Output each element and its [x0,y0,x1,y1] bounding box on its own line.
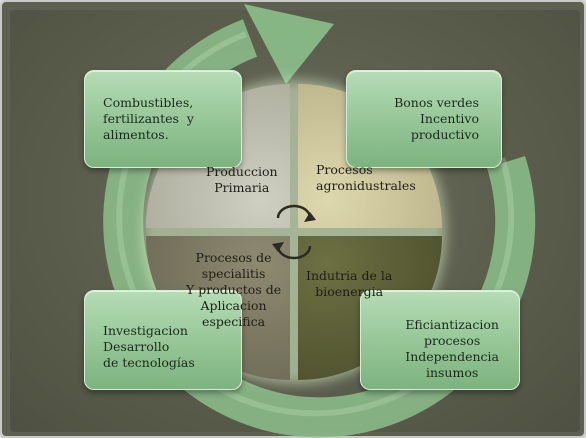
quadrant-bottom-right-label: Indutria de la bioenergia [306,268,393,299]
box-bottom-right: Eficiantizacion procesos Independencia i… [360,290,520,390]
refresh-cycle-icon [272,204,316,260]
box-bottom-left-text: Investigacion Desarrollo de tecnologías [103,323,195,370]
box-bottom-left: Investigacion Desarrollo de tecnologías [84,290,242,390]
box-top-right-text: Bonos verdes Incentivo productivo [394,95,479,142]
box-top-left-text: Combustibles, fertilizantes y alimentos. [103,95,194,142]
box-top-left: Combustibles, fertilizantes y alimentos. [84,70,242,168]
box-top-right: Bonos verdes Incentivo productivo [346,70,502,168]
quadrant-top-right-label: Procesos agronidustrales [316,162,416,193]
quadrant-bottom-left-label: Procesos de specialitis Y productos de A… [186,250,282,329]
box-bottom-right-text: Eficiantizacion procesos Independencia i… [405,317,499,380]
quadrant-top-left-label: Produccion Primaria [206,164,278,195]
